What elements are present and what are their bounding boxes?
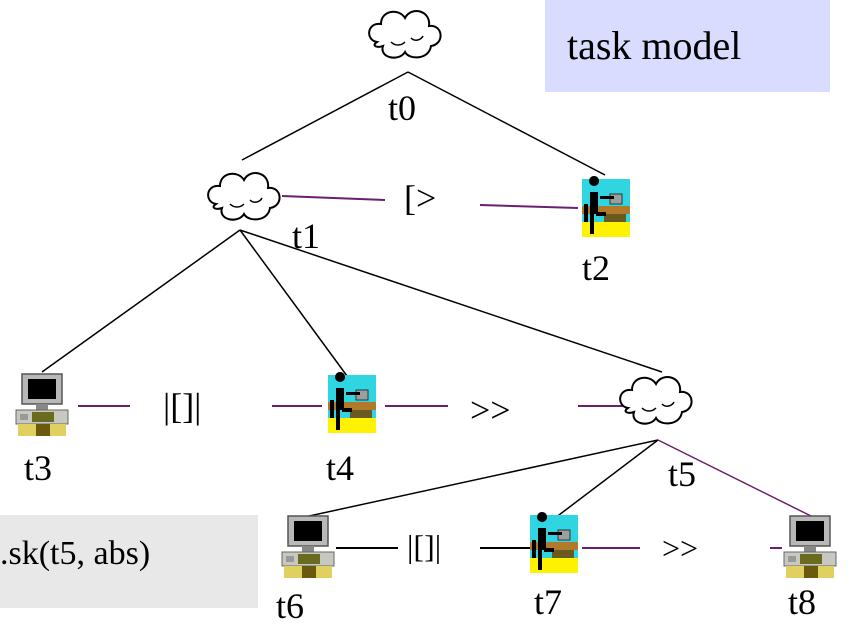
- cloud-icon: [368, 10, 442, 59]
- diagram-title: task model: [567, 23, 742, 68]
- edge-t1-t3: [41, 229, 241, 373]
- node-label-t6: t6: [276, 586, 305, 626]
- user-at-desk-icon: [327, 371, 377, 434]
- node-label-t2: t2: [582, 248, 611, 288]
- operator-t7-t8: >>: [662, 530, 699, 566]
- operator-t6-t7: |[]|: [407, 528, 442, 564]
- operator-t3-t4: |[]|: [163, 386, 202, 426]
- computer-icon: [783, 515, 837, 579]
- computer-icon: [15, 373, 69, 437]
- operator-t4-t5: >>: [470, 390, 511, 430]
- cloud-icon: [619, 376, 693, 425]
- node-label-t4: t4: [326, 448, 355, 488]
- node-label-t5: t5: [668, 454, 697, 494]
- edge-t5-t8: [657, 439, 816, 519]
- node-label-t7: t7: [534, 582, 563, 622]
- op-line-t1-left: [281, 195, 386, 201]
- edge-t0-t2: [407, 71, 606, 176]
- edge-t0-t1: [241, 71, 409, 161]
- node-label-t1: t1: [292, 216, 321, 256]
- node-label-t3: t3: [24, 448, 53, 488]
- edge-t1-t5: [239, 229, 663, 373]
- title-box: [545, 0, 830, 92]
- op-line-t1-right: [479, 204, 579, 209]
- user-at-desk-icon: [529, 511, 579, 574]
- computer-icon: [281, 515, 335, 579]
- edge-t5-t6: [299, 439, 659, 519]
- node-label-t0: t0: [388, 88, 417, 128]
- operator-t1-t2: [>: [404, 178, 437, 218]
- code-caption: sk(t5, abs).: [0, 535, 151, 572]
- edge-t5-t7: [554, 439, 659, 519]
- user-at-desk-icon: [581, 175, 631, 238]
- cloud-icon: [207, 172, 281, 221]
- code-box: [0, 515, 258, 608]
- node-label-t8: t8: [788, 582, 817, 622]
- edge-t1-t4: [239, 229, 351, 381]
